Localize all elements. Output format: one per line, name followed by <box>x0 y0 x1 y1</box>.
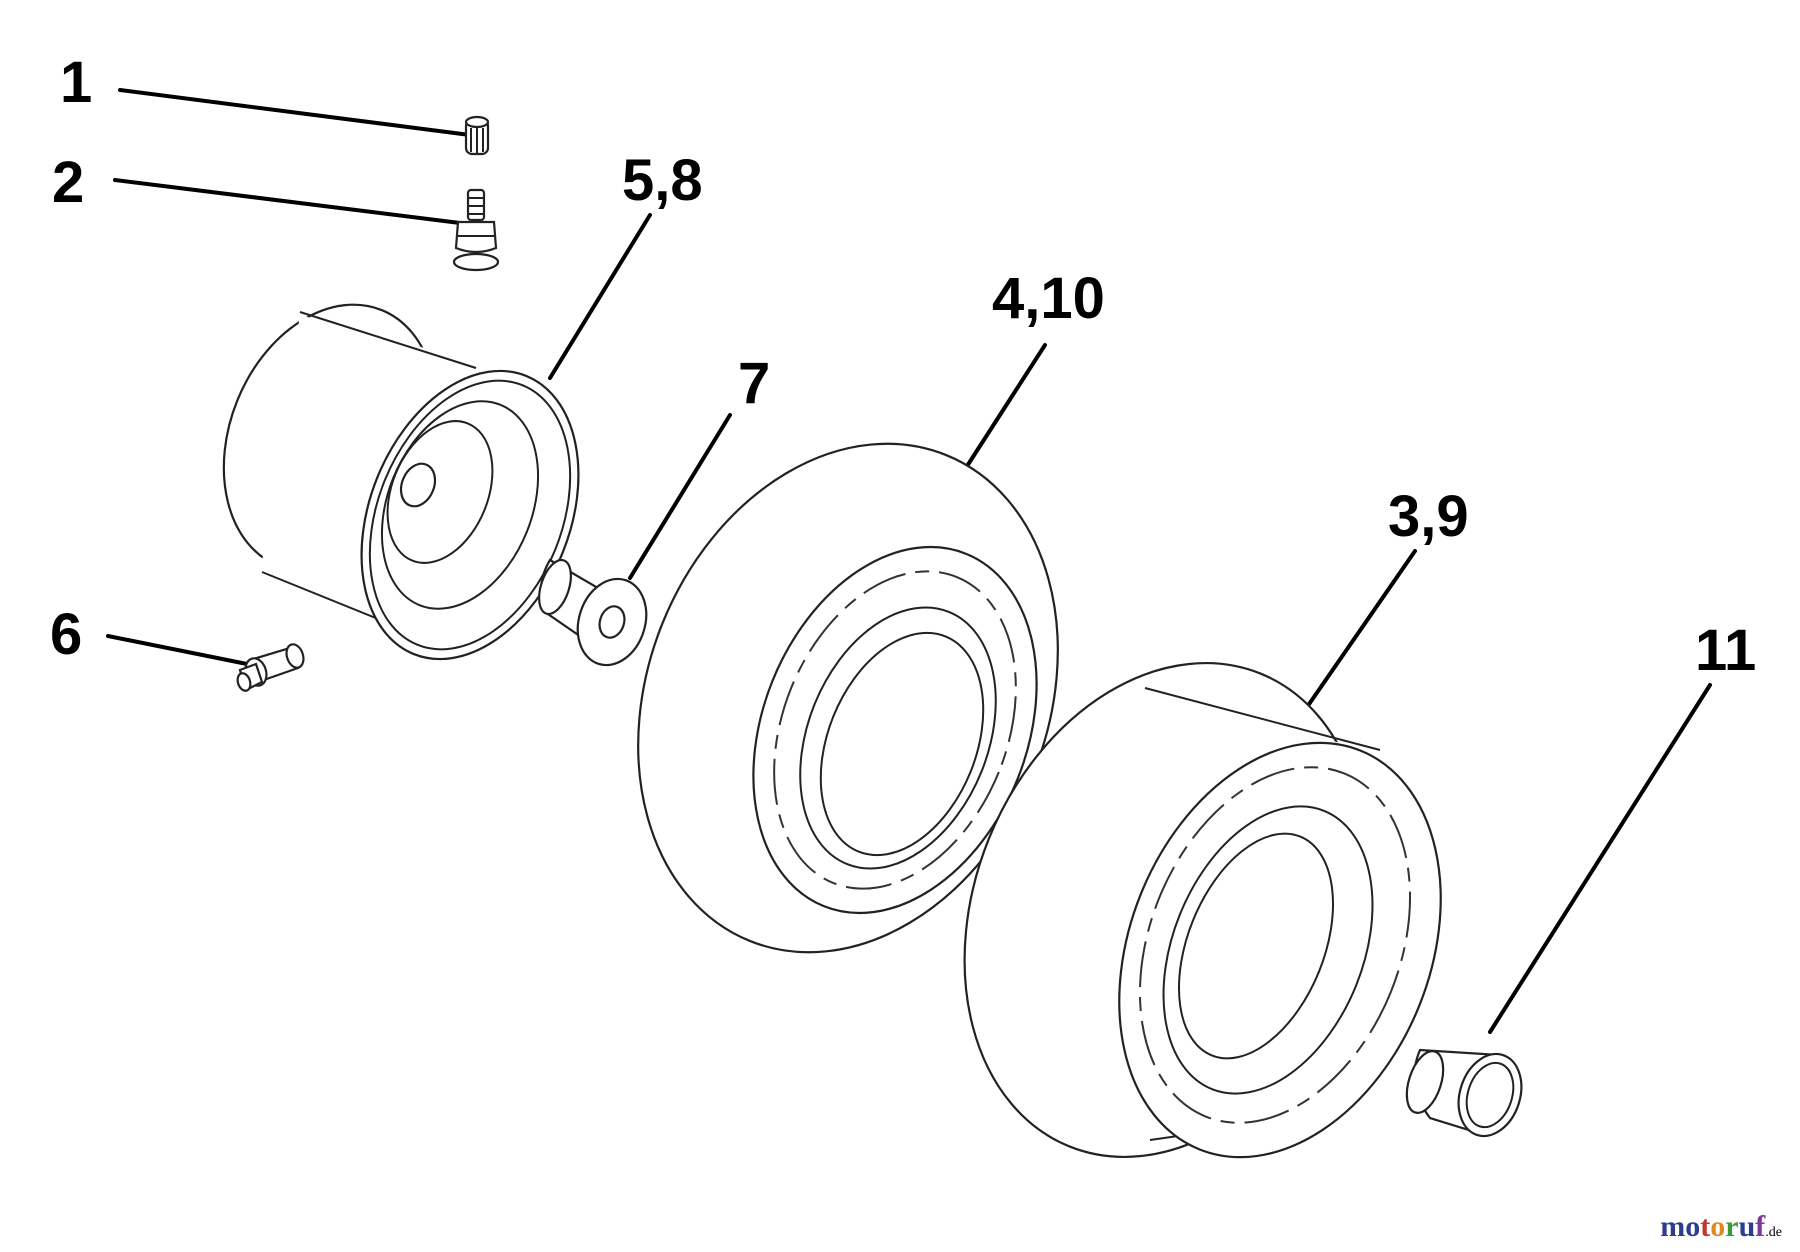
valve-cap-part <box>464 115 490 156</box>
callout-2: 2 <box>52 150 84 215</box>
hub-cap-part <box>1405 1048 1523 1138</box>
leader-line-2 <box>113 178 462 225</box>
callout-4-10: 4,10 <box>992 266 1105 331</box>
valve-stem-part <box>452 188 500 272</box>
leader-line-5-8 <box>548 213 652 380</box>
callout-7: 7 <box>738 351 770 416</box>
watermark-tld: .de <box>1765 1225 1782 1240</box>
grease-fitting-part <box>236 643 305 692</box>
callout-3-9: 3,9 <box>1388 484 1469 549</box>
leader-line-11 <box>1488 683 1712 1034</box>
tire-part-3-9 <box>963 661 1442 1159</box>
watermark-letter: u <box>1738 1210 1756 1243</box>
leader-line-6 <box>106 634 254 667</box>
leader-line-3-9 <box>1303 549 1417 712</box>
watermark-letter: m <box>1660 1210 1686 1243</box>
watermark-letter: t <box>1700 1210 1711 1243</box>
watermark-text: motoruf <box>1660 1210 1765 1243</box>
watermark-logo: motoruf.de <box>1660 1210 1782 1244</box>
watermark-letter: f <box>1755 1210 1766 1243</box>
bushing-part <box>538 558 648 667</box>
watermark-letter: o <box>1685 1210 1701 1243</box>
callout-1: 1 <box>60 50 92 115</box>
callout-11: 11 <box>1695 618 1756 683</box>
rim-part <box>222 303 580 661</box>
callout-5-8: 5,8 <box>622 148 703 213</box>
callout-6: 6 <box>50 602 82 667</box>
tire-part-4-10 <box>637 442 1059 954</box>
watermark-letter: o <box>1710 1210 1726 1243</box>
leader-line-1 <box>118 88 472 137</box>
leader-line-7 <box>628 413 732 580</box>
watermark-letter: r <box>1725 1210 1739 1243</box>
